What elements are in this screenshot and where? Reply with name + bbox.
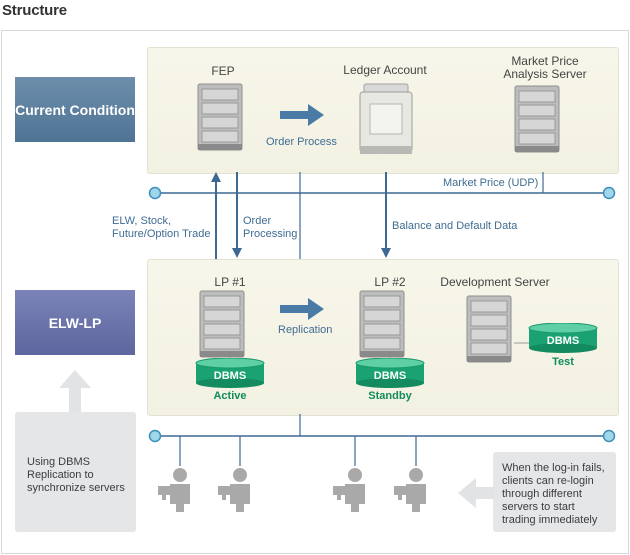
- db-test-status: Test: [552, 356, 574, 368]
- development-server-label: Development Server: [440, 275, 550, 289]
- market-price-udp-label: Market Price (UDP): [443, 177, 539, 189]
- right-arrow-icon: [280, 104, 324, 126]
- market-price-server-icon: [514, 85, 560, 153]
- dbms-active-label: DBMS: [213, 370, 247, 382]
- note-left-line-1: Using DBMS: [27, 456, 90, 468]
- db-active-status: Active: [213, 390, 247, 402]
- database-icon: [528, 323, 598, 353]
- connector-node-icon: [148, 186, 616, 443]
- note-right-line-5: trading immediately: [502, 514, 598, 526]
- development-server-icon: [466, 295, 512, 363]
- lp1-label: LP #1: [214, 275, 246, 289]
- left-arrow-icon: [458, 478, 494, 508]
- client-user-icon: [333, 468, 365, 512]
- note-right-line-3: through different: [502, 488, 582, 500]
- ledger-terminal-icon: [359, 83, 413, 154]
- client-user-icon: [218, 468, 250, 512]
- fep-server-icon: [197, 83, 243, 151]
- order-processing-label-1: Order: [243, 215, 272, 227]
- database-icon: [195, 358, 265, 388]
- note-left-box: Using DBMS Replication to synchronize se…: [15, 412, 136, 532]
- db-standby-status: Standby: [368, 390, 412, 402]
- ledger-account-label: Ledger Account: [343, 63, 427, 77]
- dbms-active: DBMS: [195, 358, 265, 388]
- note-right-line-1: When the log-in fails,: [502, 462, 605, 474]
- note-right-line-4: servers to start: [502, 501, 575, 513]
- dbms-test: DBMS: [528, 323, 598, 353]
- note-left-line-3: synchronize servers: [27, 482, 125, 494]
- elw-lp-box: ELW-LP: [15, 290, 135, 355]
- replication-arrow-icon: [280, 298, 324, 320]
- client-user-icon: [158, 468, 190, 512]
- database-icon: [355, 358, 425, 388]
- lp1-server-icon: [199, 290, 245, 358]
- up-arrow-icon: [59, 370, 91, 412]
- current-condition-box: Current Condition: [15, 77, 135, 142]
- market-price-server-label-2: Analysis Server: [503, 67, 587, 81]
- page-title: Structure: [2, 2, 67, 19]
- balance-label: Balance and Default Data: [392, 220, 518, 232]
- fep-label: FEP: [211, 64, 235, 78]
- note-right-box: When the log-in fails, clients can re-lo…: [493, 452, 616, 532]
- note-left-line-2: Replication to: [27, 469, 94, 481]
- dbms-standby-label: DBMS: [373, 370, 407, 382]
- lp2-label: LP #2: [374, 275, 406, 289]
- replication-label: Replication: [278, 324, 333, 336]
- order-processing-label-2: Processing: [243, 228, 298, 240]
- dbms-standby: DBMS: [355, 358, 425, 388]
- elw-trade-label-2: Future/Option Trade: [112, 228, 211, 240]
- order-process-label: Order Process: [266, 136, 337, 148]
- market-price-server-label-1: Market Price: [511, 54, 579, 68]
- lp2-server-icon: [359, 290, 405, 358]
- note-right-line-2: clients can re-login: [502, 475, 594, 487]
- client-user-icon: [394, 468, 426, 512]
- elw-trade-label-1: ELW, Stock,: [112, 215, 172, 227]
- dbms-test-label: DBMS: [546, 335, 580, 347]
